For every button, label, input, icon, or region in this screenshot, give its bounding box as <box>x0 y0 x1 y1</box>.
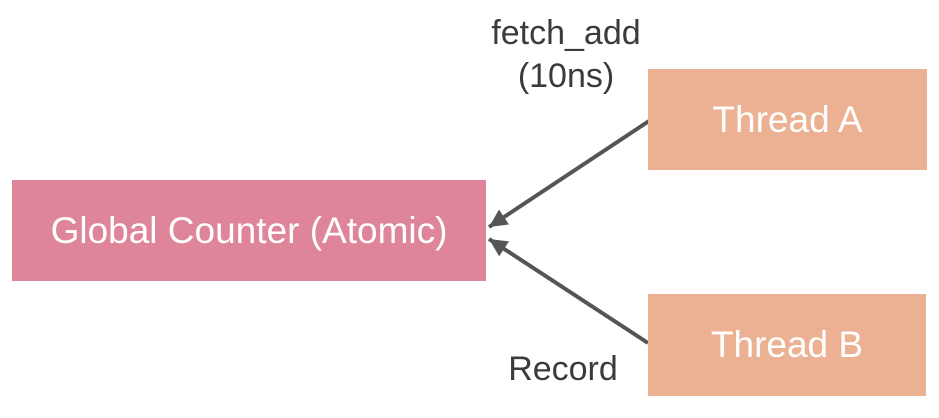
edge-label-fetch-add-line1: fetch_add <box>491 14 641 52</box>
edge-label-fetch-add-line2: (10ns) <box>517 57 615 95</box>
edge-label-fetch-add: fetch_add (10ns) <box>431 12 701 98</box>
thread-a-node: Thread A <box>648 69 927 170</box>
thread-b-label: Thread B <box>710 324 864 365</box>
thread-b-node: Thread B <box>648 294 926 396</box>
edge-label-record: Record <box>508 350 618 388</box>
thread-a-label: Thread A <box>712 98 863 140</box>
global-counter-label: Global Counter (Atomic) <box>50 209 448 251</box>
edge-thread-b-to-counter <box>487 237 650 345</box>
edge-thread-a-to-counter <box>487 119 651 229</box>
global-counter-node: Global Counter (Atomic) <box>12 180 486 281</box>
